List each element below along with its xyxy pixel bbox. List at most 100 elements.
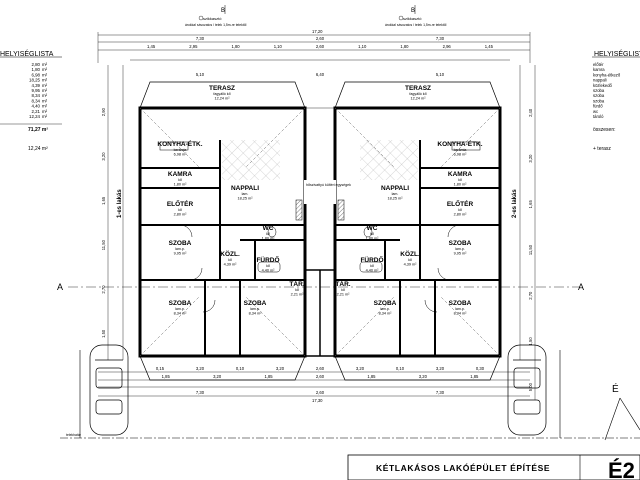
room-floor-wc: kő bbox=[266, 232, 270, 236]
left-list-value: 6,98 bbox=[31, 72, 40, 77]
bottom-dimension: 0,10 bbox=[236, 366, 245, 371]
room-floor-terasz: fagyálló kő bbox=[409, 92, 426, 96]
top-dimension: 1,80 bbox=[231, 44, 240, 49]
left-list-value: 8,34 bbox=[31, 98, 40, 103]
room-name-terasz: TERASZ bbox=[209, 85, 235, 92]
right-list-name: közlekedő bbox=[593, 83, 613, 88]
room-area-szoba1: 9,95 m² bbox=[454, 252, 468, 256]
north-arrow: É bbox=[604, 382, 640, 441]
room-area-konyha: 6,98 m² bbox=[454, 153, 468, 157]
room-floor-szoba2: lam.p. bbox=[175, 307, 185, 311]
left-dimension: 11,50 bbox=[101, 239, 106, 250]
section-mark-b-right: B bbox=[411, 8, 415, 14]
section-mark-a-left: A bbox=[57, 282, 63, 292]
boundary-label: telekhatár bbox=[66, 433, 82, 437]
room-area-szoba2: 8,34 m² bbox=[174, 312, 188, 316]
left-list-unit: m² bbox=[42, 72, 48, 77]
bottom-overall-dimension: 17,30 bbox=[312, 398, 323, 403]
room-floor-szoba3: lam.p. bbox=[250, 307, 260, 311]
bottom-dimension: 2,60 bbox=[316, 390, 325, 395]
bottom-dimension: 1,85 bbox=[264, 374, 273, 379]
right-dimension: 5,00 bbox=[528, 382, 533, 391]
room-floor-konyha: kerámia bbox=[454, 148, 467, 152]
top-dimension: 1,10 bbox=[358, 44, 367, 49]
right-dimension: 1,65 bbox=[528, 200, 533, 209]
right-list-name: előtér bbox=[593, 62, 604, 67]
right-room-list: HELYISÉGLISTA előtérkamrakonyha-étkezőna… bbox=[592, 49, 640, 152]
room-name-kamra: KAMRA bbox=[168, 171, 192, 178]
top-overall-dimension: 17,20 bbox=[312, 29, 323, 34]
room-area-kozl: 4,39 m² bbox=[404, 263, 418, 267]
top-dimension: 7,30 bbox=[436, 36, 445, 41]
right-list-name: tároló bbox=[593, 114, 604, 119]
bottom-dimension: 3,20 bbox=[356, 366, 365, 371]
left-list-value: 8,34 bbox=[31, 93, 40, 98]
bottom-dimension: 1,85 bbox=[470, 374, 479, 379]
right-dimension: 11,50 bbox=[528, 244, 533, 255]
car-right bbox=[507, 344, 547, 436]
left-dimension: 1,50 bbox=[101, 329, 106, 338]
room-name-nappali: NAPPALI bbox=[231, 185, 259, 192]
bottom-dimension: 3,20 bbox=[196, 366, 205, 371]
room-name-eloter: ELŐTÉR bbox=[447, 199, 474, 208]
septic-note-right: szikkasztó bbox=[403, 16, 422, 21]
room-area-nappali: 18,25 m² bbox=[238, 197, 254, 201]
room-name-kozl: KÖZL. bbox=[220, 249, 240, 258]
right-list-name: szoba bbox=[593, 88, 605, 93]
right-list-name: fürdő bbox=[593, 104, 603, 109]
room-floor-nappali: lam. bbox=[242, 192, 249, 196]
room-floor-kozl: kő bbox=[228, 258, 232, 262]
left-list-unit: m² bbox=[42, 109, 48, 114]
room-name-kozl: KÖZL. bbox=[400, 249, 420, 258]
left-dimension: 1,65 bbox=[101, 196, 106, 205]
room-area-eloter: 2,80 m² bbox=[174, 213, 188, 217]
room-area-tar: 2,21 m² bbox=[337, 293, 351, 297]
bottom-dimension: 2,60 bbox=[316, 374, 325, 379]
room-area-kamra: 1,80 m² bbox=[454, 183, 468, 187]
right-list-name: konyha-étkező bbox=[593, 72, 621, 77]
room-area-furdo: 4,40 m² bbox=[262, 269, 276, 273]
left-list-value: 2,21 bbox=[31, 109, 40, 114]
left-list-total: 71,27 m² bbox=[28, 127, 48, 133]
section-mark-b-left: B bbox=[221, 8, 225, 14]
room-floor-kozl: kő bbox=[408, 258, 412, 262]
septic-note-left-sub: árokkal sávozatos / telek 1,5m-re telekt… bbox=[185, 23, 247, 27]
room-area-szoba1: 9,95 m² bbox=[174, 252, 188, 256]
top-dimension: 5,10 bbox=[436, 72, 445, 77]
sheet-code: É2 bbox=[608, 458, 635, 480]
room-floor-eloter: kő bbox=[458, 208, 462, 212]
room-name-szoba1: SZOBA bbox=[449, 240, 472, 247]
left-dimension: 3,20 bbox=[101, 152, 106, 161]
top-dimension: 7,30 bbox=[196, 36, 205, 41]
right-list-name: kamra bbox=[593, 67, 605, 72]
right-dimension: 2,70 bbox=[528, 291, 533, 300]
left-dimension: 2,90 bbox=[101, 107, 106, 116]
project-title: KÉTLAKÁSOS LAKÓÉPÜLET ÉPÍTÉSE bbox=[376, 462, 550, 473]
bottom-dimension: 1,85 bbox=[367, 374, 376, 379]
room-name-eloter: ELŐTÉR bbox=[167, 199, 194, 208]
room-name-furdo: FÜRDŐ bbox=[360, 255, 383, 264]
right-list-name: szoba bbox=[593, 93, 605, 98]
left-list-unit: m² bbox=[42, 98, 48, 103]
room-area-nappali: 18,25 m² bbox=[388, 197, 404, 201]
room-name-terasz: TERASZ bbox=[405, 85, 431, 92]
room-area-terasz: 12,24 m² bbox=[215, 97, 231, 101]
room-name-kamra: KAMRA bbox=[448, 171, 472, 178]
left-list-value: 2,80 bbox=[31, 62, 40, 67]
right-list-name: szoba bbox=[593, 98, 605, 103]
bottom-dimension: 0,15 bbox=[156, 366, 165, 371]
left-list-unit: m² bbox=[42, 93, 48, 98]
left-list-unit: m² bbox=[42, 88, 48, 93]
room-area-szoba3: 8,34 m² bbox=[249, 312, 263, 316]
top-dimension-chain bbox=[97, 32, 531, 63]
room-area-eloter: 2,80 m² bbox=[454, 213, 468, 217]
room-floor-nappali: lam. bbox=[392, 192, 399, 196]
right-list-name: nappali bbox=[593, 78, 607, 83]
bottom-dimension: 7,30 bbox=[196, 390, 205, 395]
top-dimension: 2,60 bbox=[316, 36, 325, 41]
bottom-dimension: 7,30 bbox=[436, 390, 445, 395]
room-floor-eloter: kő bbox=[178, 208, 182, 212]
right-list-name: wc bbox=[593, 109, 598, 114]
